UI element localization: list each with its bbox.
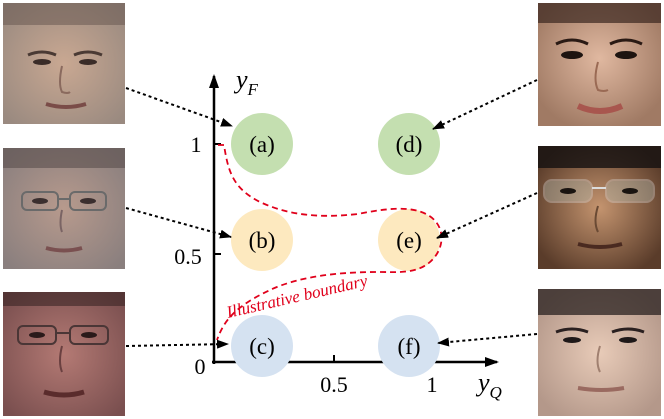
face-photo-b [3,148,125,269]
node-label-e: (e) [396,228,422,253]
axes: 1 0.5 0 0.5 1 yF yQ [174,65,502,402]
connector-f [437,333,538,347]
x-tick-label-1: 1 [427,372,438,397]
node-c: (c) [231,315,293,377]
face-photo-c [3,292,125,416]
nodes: (a) (b) (c) (d) (e) (f) [231,113,440,377]
node-label-f: (f) [398,334,421,359]
connector-a [125,87,233,127]
connector-arrows [125,79,538,349]
face-photo-e [538,146,661,269]
node-label-b: (b) [249,228,276,253]
node-circle-f [378,315,440,377]
node-circle-d [378,113,440,175]
node-circle-c [231,315,293,377]
y-tick-label-05: 0.5 [174,244,202,269]
node-label-d: (d) [396,132,423,157]
connector-b [125,207,232,239]
node-label-c: (c) [249,334,275,359]
node-circle-a [231,113,293,175]
node-label-a: (a) [249,132,275,157]
face-photo-f [538,289,661,416]
node-e: (e) [378,209,440,271]
face-photo-d [538,3,661,126]
x-tick-label-05: 0.5 [320,372,348,397]
connector-e [436,192,538,239]
connector-c [125,339,229,349]
node-f: (f) [378,315,440,377]
x-axis-label: yQ [475,368,502,402]
face-photo-a [3,3,125,124]
node-circle-b [231,209,293,271]
node-a: (a) [231,113,293,175]
boundary-curve [216,144,443,341]
y-axis-label: yF [233,65,259,99]
node-b: (b) [231,209,293,271]
connector-d [432,79,538,130]
y-tick-label-1: 1 [191,132,202,157]
node-circle-e [378,209,440,271]
origin-label: 0 [195,354,206,379]
node-d: (d) [378,113,440,175]
boundary-label: Illustrative boundary [224,271,370,322]
